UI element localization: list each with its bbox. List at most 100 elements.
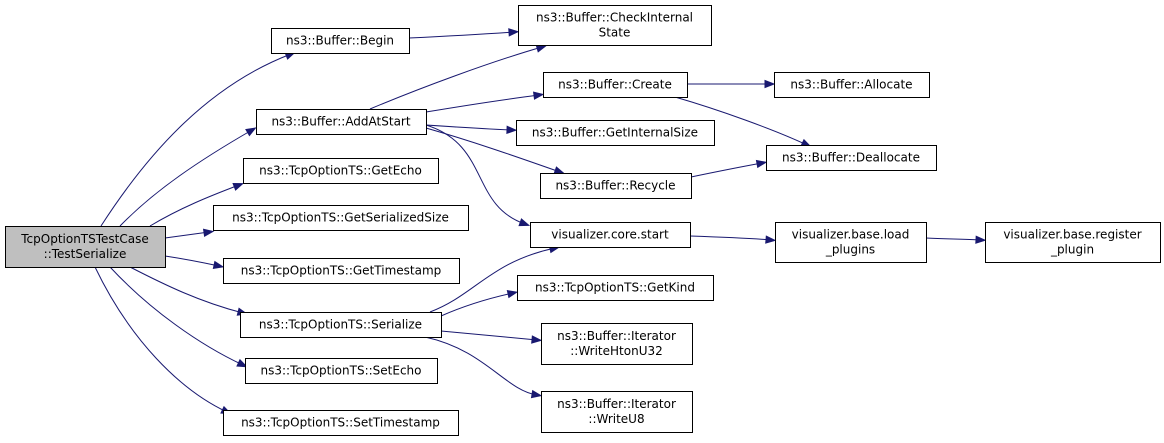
edge-line [674, 96, 808, 146]
edge-line [925, 237, 982, 241]
node-addatstart[interactable]: ns3::Buffer::AddAtStart [256, 109, 427, 135]
node-label: ns3::TcpOptionTS::GetSerializedSize [232, 211, 449, 225]
node-loadplugins[interactable]: visualizer.base.load_plugins [775, 222, 927, 263]
edge-root-to-gettimestamp [164, 255, 225, 269]
edge-addatstart-to-create [425, 91, 545, 113]
node-label: ns3::TcpOptionTS::SetTimestamp [241, 416, 440, 430]
edge-serialize-to-getkind [440, 290, 519, 317]
edge-line [100, 53, 292, 227]
edge-line [429, 247, 556, 313]
node-box [516, 120, 715, 146]
node-box [256, 109, 427, 135]
edge-serialize-to-writehtonu32 [440, 330, 543, 344]
arrowhead-icon [553, 166, 566, 175]
node-label: ns3::Buffer::Iterator [557, 397, 676, 411]
node-serialize[interactable]: ns3::TcpOptionTS::Serialize [240, 312, 442, 338]
arrowhead-icon [236, 358, 248, 368]
node-corestart[interactable]: visualizer.core.start [530, 222, 691, 248]
arrowhead-icon [975, 235, 987, 244]
edge-addatstart-to-getinternalsize [425, 124, 518, 135]
node-label: visualizer.core.start [551, 228, 669, 242]
node-box [240, 312, 442, 338]
edge-root-to-settimestamp [94, 266, 232, 415]
edge-line [440, 292, 514, 317]
node-label: ns3::Buffer::Iterator [557, 329, 676, 343]
edge-line [119, 129, 253, 227]
node-root[interactable]: TcpOptionTSTestCase::TestSerialize [5, 226, 166, 268]
node-create[interactable]: ns3::Buffer::Create [543, 72, 688, 98]
edge-create-to-allocate [687, 79, 776, 89]
arrowhead-icon [202, 228, 215, 237]
node-label: ns3::Buffer::CheckInternal [536, 11, 693, 25]
node-box [530, 222, 691, 248]
arrowhead-icon [506, 125, 518, 135]
node-getecho[interactable]: ns3::TcpOptionTS::GetEcho [243, 158, 439, 184]
node-box [245, 358, 438, 384]
node-setecho[interactable]: ns3::TcpOptionTS::SetEcho [245, 358, 438, 384]
edge-line [689, 235, 772, 241]
node-label: _plugin [1050, 243, 1094, 257]
node-box [5, 226, 166, 268]
edge-line [129, 266, 244, 314]
arrowhead-icon [508, 28, 520, 37]
node-box [271, 28, 410, 54]
arrowhead-icon [232, 182, 245, 191]
edge-line [408, 31, 515, 39]
node-label: ns3::Buffer::Create [558, 78, 672, 92]
edge-addatstart-to-checkinternalstate [369, 44, 548, 110]
edges [94, 28, 987, 415]
edge-line [164, 255, 220, 267]
node-label: ns3::TcpOptionTS::SetEcho [261, 364, 422, 378]
node-label: ns3::TcpOptionTS::GetTimestamp [241, 264, 442, 278]
node-writeu8[interactable]: ns3::Buffer::Iterator::WriteU8 [541, 391, 693, 433]
edge-line [369, 46, 543, 110]
node-label: ns3::TcpOptionTS::GetKind [535, 281, 695, 295]
nodes: TcpOptionTSTestCase::TestSerializens3::B… [5, 5, 1161, 436]
edge-root-to-begin [100, 52, 297, 227]
node-deallocate[interactable]: ns3::Buffer::Deallocate [766, 145, 937, 171]
edge-begin-to-checkinternalstate [408, 28, 520, 39]
node-getserializedsize[interactable]: ns3::TcpOptionTS::GetSerializedSize [213, 205, 469, 231]
node-getkind[interactable]: ns3::TcpOptionTS::GetKind [517, 275, 714, 301]
node-box [541, 323, 693, 365]
edge-line [109, 266, 244, 366]
node-label: ns3::Buffer::Begin [286, 34, 394, 48]
node-gettimestamp[interactable]: ns3::TcpOptionTS::GetTimestamp [223, 258, 460, 284]
edge-corestart-to-loadplugins [689, 235, 777, 244]
edge-line [440, 330, 538, 341]
node-label: ns3::Buffer::Recycle [555, 179, 675, 193]
node-allocate[interactable]: ns3::Buffer::Allocate [774, 72, 930, 98]
edge-line [690, 162, 763, 178]
arrowhead-icon [765, 235, 777, 244]
node-label: ns3::Buffer::GetInternalSize [532, 126, 698, 140]
node-label: ns3::Buffer::AddAtStart [271, 115, 410, 129]
node-label: visualizer.base.register [1003, 228, 1141, 242]
node-getinternalsize[interactable]: ns3::Buffer::GetInternalSize [516, 120, 715, 146]
edge-line [94, 266, 228, 413]
arrowhead-icon [535, 44, 548, 53]
node-label: ns3::Buffer::Allocate [790, 78, 912, 92]
node-writehtonu32[interactable]: ns3::Buffer::Iterator::WriteHtonU32 [541, 323, 693, 365]
node-box [541, 391, 693, 433]
edge-root-to-setecho [109, 266, 248, 368]
arrowhead-icon [755, 159, 768, 169]
node-label: visualizer.base.load [792, 228, 910, 242]
arrowhead-icon [530, 389, 543, 399]
arrowhead-icon [506, 290, 519, 299]
edge-root-to-getecho [149, 182, 245, 227]
node-label: ::WriteU8 [588, 412, 644, 426]
node-settimestamp[interactable]: ns3::TcpOptionTS::SetTimestamp [223, 410, 459, 436]
edge-line [149, 184, 240, 227]
edge-line [425, 94, 540, 113]
node-label: State [599, 26, 631, 40]
node-label: ::WriteHtonU32 [570, 344, 663, 358]
node-registerplugin[interactable]: visualizer.base.register_plugin [985, 222, 1161, 263]
node-box [985, 222, 1161, 263]
node-box [543, 72, 688, 98]
node-begin[interactable]: ns3::Buffer::Begin [271, 28, 410, 54]
node-label: ::TestSerialize [44, 247, 127, 261]
arrowhead-icon [245, 127, 257, 137]
node-recycle[interactable]: ns3::Buffer::Recycle [540, 173, 692, 199]
